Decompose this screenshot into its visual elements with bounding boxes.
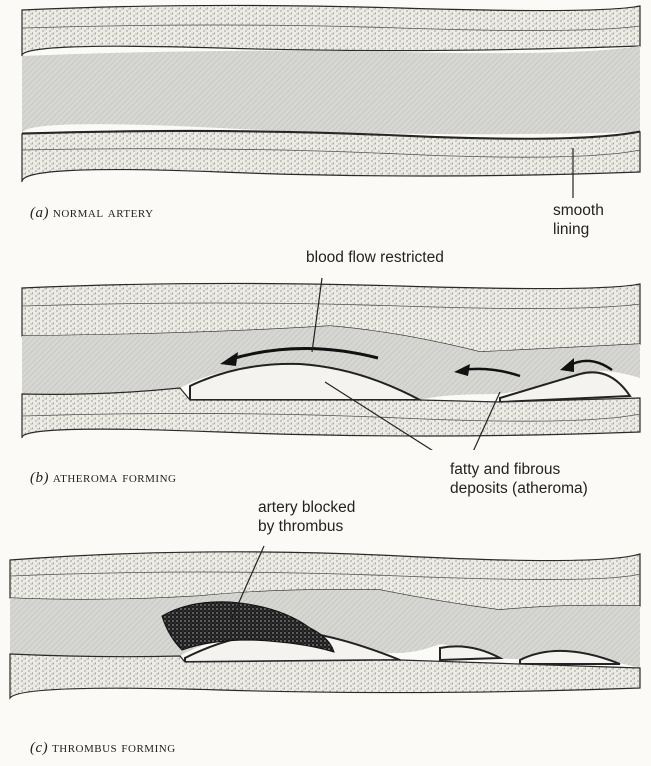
label-fatty-fibrous-deposits: fatty and fibrous deposits (atheroma) (450, 460, 588, 498)
artery-lumen (22, 46, 640, 134)
caption-a-text: NORMAL ARTERY (53, 205, 154, 221)
caption-b: (b) ATHEROMA FORMING (30, 470, 176, 487)
label-smooth-lining: smooth lining (553, 201, 604, 239)
caption-b-letter: (b) (30, 470, 49, 486)
caption-c-letter: (c) (30, 740, 48, 756)
artery-thrombus-diagram (0, 540, 651, 720)
caption-b-text: ATHEROMA FORMING (53, 470, 177, 486)
caption-a: (a) NORMAL ARTERY (30, 205, 154, 222)
caption-c: (c) THROMBUS FORMING (30, 740, 176, 757)
label-blood-flow-restricted: blood flow restricted (306, 248, 444, 267)
caption-c-text: THROMBUS FORMING (52, 740, 176, 756)
caption-a-letter: (a) (30, 205, 49, 221)
label-artery-blocked: artery blocked by thrombus (258, 498, 355, 536)
artery-normal-diagram (0, 0, 651, 200)
artery-atheroma-diagram (0, 270, 651, 450)
